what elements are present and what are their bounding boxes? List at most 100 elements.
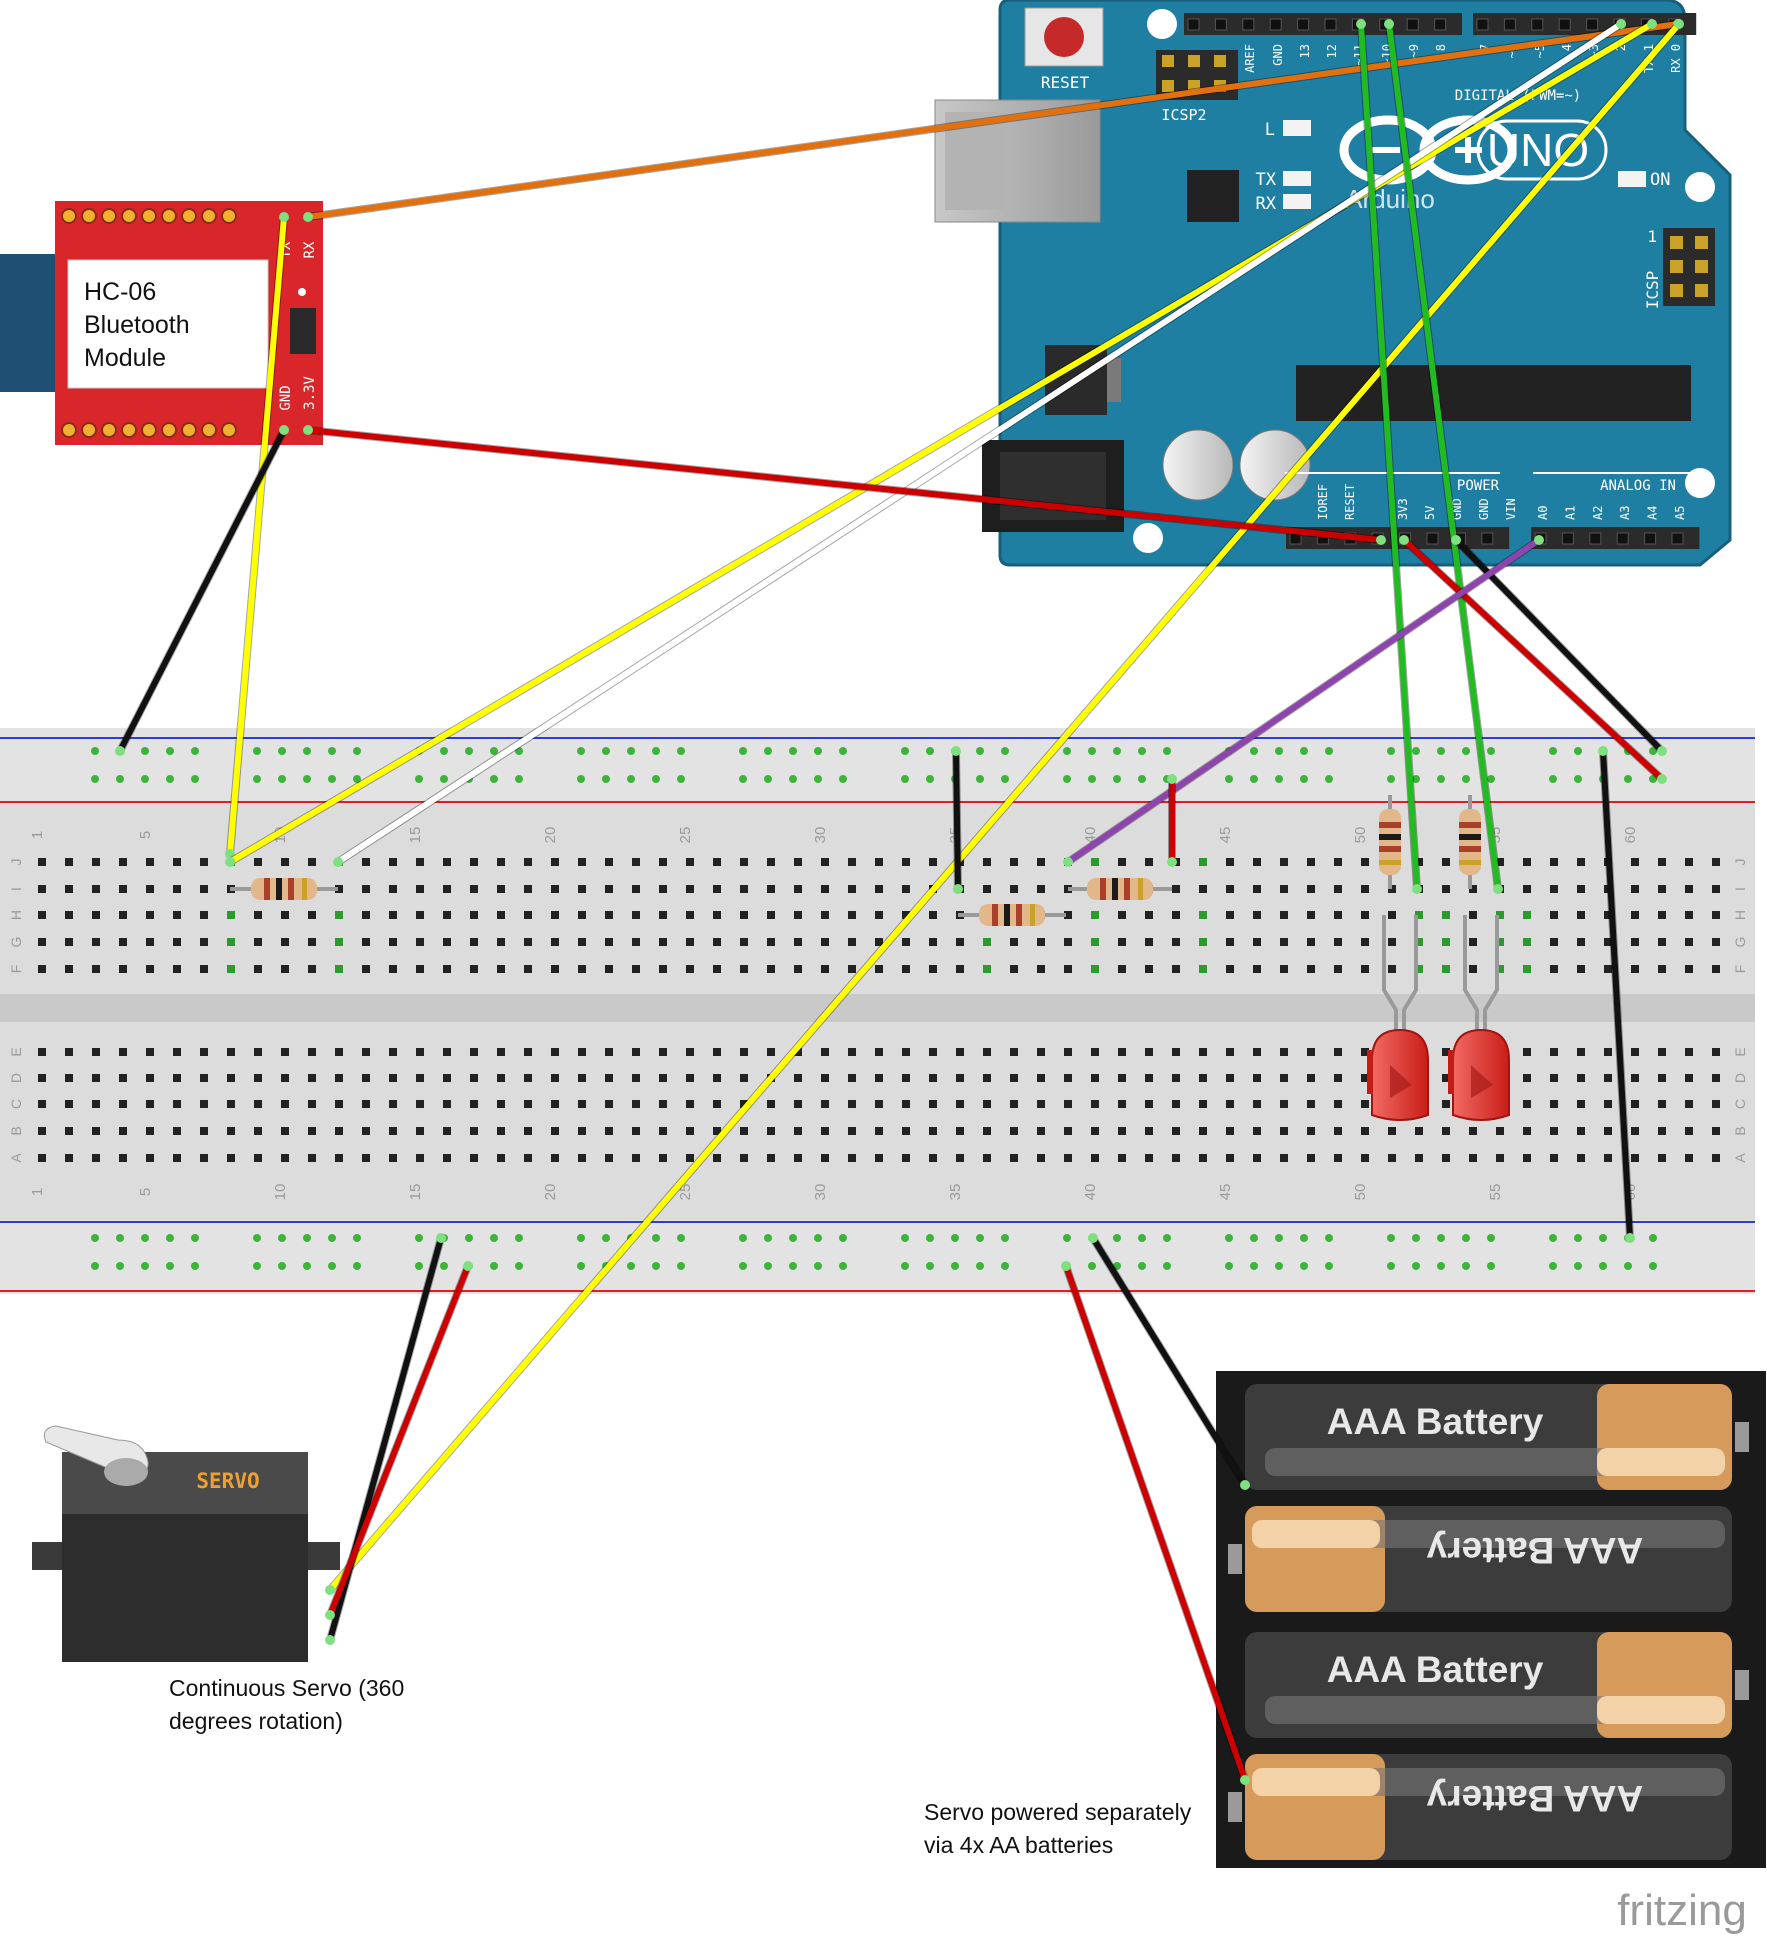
breadboard-hole — [1550, 858, 1558, 866]
rail-hole — [328, 1234, 336, 1242]
breadboard-hole — [1334, 1127, 1342, 1135]
breadboard-hole — [1469, 1127, 1477, 1135]
column-number: 1 — [29, 1188, 46, 1196]
hc06-chip — [290, 308, 316, 354]
rail-hole — [814, 1234, 822, 1242]
rail-hole — [1275, 747, 1283, 755]
column-number: 5 — [137, 1188, 154, 1196]
battery-label: AAA Battery — [1426, 1530, 1643, 1571]
breadboard-hole — [1361, 1154, 1369, 1162]
breadboard-hole — [1658, 885, 1666, 893]
breadboard-hole — [578, 1100, 586, 1108]
breadboard-hole — [1712, 1048, 1720, 1056]
breadboard-hole — [929, 858, 937, 866]
rail-hole — [739, 1262, 747, 1270]
breadboard-hole — [38, 938, 46, 946]
column-number: 15 — [407, 1184, 424, 1201]
breadboard-hole — [740, 1074, 748, 1082]
breadboard-hole — [335, 911, 343, 919]
wire-end — [1356, 19, 1366, 29]
wire-end — [279, 425, 289, 435]
breadboard-hole — [389, 1074, 397, 1082]
breadboard-hole — [362, 911, 370, 919]
breadboard-hole — [146, 938, 154, 946]
breadboard-hole — [92, 885, 100, 893]
icsp-label: ICSP — [1643, 271, 1662, 310]
wire-end — [225, 857, 235, 867]
rail-hole — [515, 747, 523, 755]
rail-hole — [1487, 1262, 1495, 1270]
breadboard-hole — [1388, 938, 1396, 946]
breadboard-hole — [767, 858, 775, 866]
breadboard-hole — [659, 1048, 667, 1056]
breadboard-hole — [902, 885, 910, 893]
rail-hole — [789, 747, 797, 755]
breadboard-hole — [794, 965, 802, 973]
rail-hole — [652, 747, 660, 755]
breadboard-hole — [1685, 965, 1693, 973]
wire-end — [1384, 19, 1394, 29]
breadboard-hole — [1577, 938, 1585, 946]
breadboard-hole — [1523, 1100, 1531, 1108]
breadboard-hole — [1712, 858, 1720, 866]
battery-caption: Servo powered separately via 4x AA batte… — [924, 1799, 1192, 1858]
breadboard-hole — [848, 911, 856, 919]
breadboard-hole — [1658, 938, 1666, 946]
wire-red-33v — [305, 427, 1384, 543]
breadboard-hole — [1496, 1154, 1504, 1162]
row-letter: I — [1732, 887, 1748, 891]
breadboard-hole — [1010, 1100, 1018, 1108]
breadboard-hole — [200, 965, 208, 973]
wire-end — [1625, 1233, 1635, 1243]
breadboard-hole — [524, 1074, 532, 1082]
breadboard-hole — [389, 1127, 397, 1135]
breadboard-hole — [1658, 965, 1666, 973]
breadboard-hole — [1496, 1127, 1504, 1135]
rail-hole — [141, 747, 149, 755]
breadboard-hole — [1550, 1154, 1558, 1162]
breadboard-hole — [929, 1074, 937, 1082]
breadboard-hole — [848, 1100, 856, 1108]
header-pin — [1531, 18, 1544, 31]
rail-hole — [1275, 1234, 1283, 1242]
breadboard-hole — [632, 965, 640, 973]
breadboard-hole — [551, 1074, 559, 1082]
breadboard-hole — [1091, 965, 1099, 973]
rail-hole — [1138, 747, 1146, 755]
wire-red-battery — [1063, 1263, 1248, 1783]
breadboard-hole — [551, 1048, 559, 1056]
breadboard-hole — [1118, 911, 1126, 919]
wire-green-led1 — [1358, 21, 1420, 892]
breadboard-hole — [1388, 1154, 1396, 1162]
wire-end — [115, 746, 125, 756]
row-letter: A — [1732, 1153, 1748, 1163]
breadboard-hole — [767, 1154, 775, 1162]
breadboard-hole — [1523, 1154, 1531, 1162]
breadboard-hole — [740, 911, 748, 919]
wire-end — [1412, 884, 1422, 894]
wire-end — [1493, 884, 1503, 894]
breadboard-hole — [1199, 1127, 1207, 1135]
rail-hole — [1624, 775, 1632, 783]
hc06-pin-row — [61, 208, 237, 438]
breadboard-hole — [1550, 911, 1558, 919]
breadboard-hole — [281, 1100, 289, 1108]
breadboard-hole — [740, 1127, 748, 1135]
rail-hole — [1325, 1262, 1333, 1270]
rail-hole — [1437, 747, 1445, 755]
arduino-pcb — [998, 0, 1732, 567]
breadboard-hole — [65, 1100, 73, 1108]
rail-hole — [353, 775, 361, 783]
breadboard-hole — [794, 1127, 802, 1135]
reset-button-cap[interactable] — [1044, 17, 1084, 57]
rail-hole — [353, 747, 361, 755]
hc06-pad — [161, 208, 177, 224]
rail-hole — [839, 1262, 847, 1270]
breadboard-hole — [1280, 965, 1288, 973]
rail-hole — [1275, 1262, 1283, 1270]
rail-hole — [814, 1262, 822, 1270]
breadboard-hole — [902, 1154, 910, 1162]
breadboard-hole — [1253, 938, 1261, 946]
rail-hole — [677, 747, 685, 755]
breadboard-hole — [956, 1127, 964, 1135]
